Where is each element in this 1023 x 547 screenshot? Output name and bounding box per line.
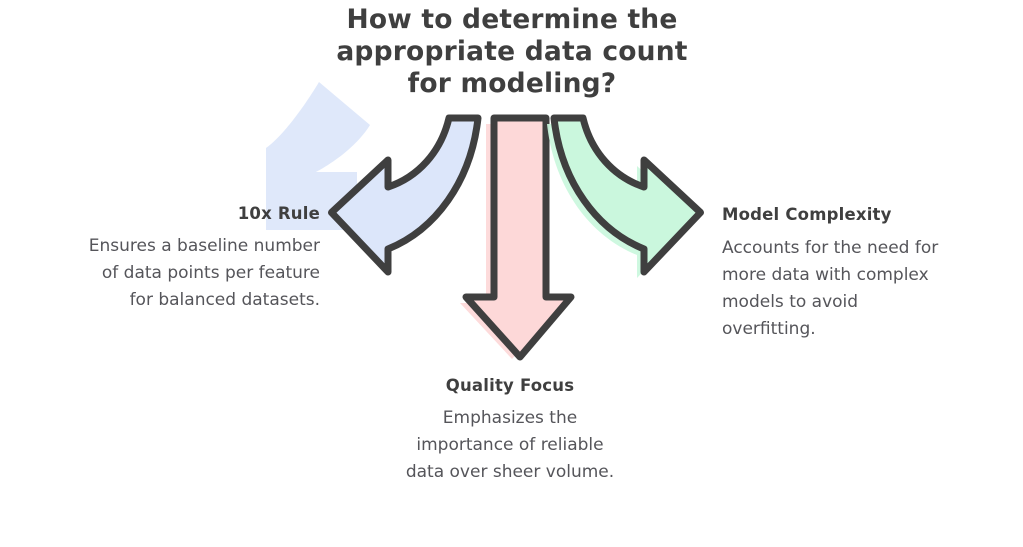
branch-left-body: Ensures a baseline number of data points…: [88, 236, 320, 310]
curved-arrow-right-fill: [547, 124, 694, 278]
page-title: How to determine the appropriate data co…: [336, 4, 688, 99]
straight-arrow-down: [460, 114, 575, 361]
straight-arrow-down-outline: [462, 114, 575, 361]
branch-left-heading: 10x Rule: [237, 204, 320, 223]
branch-bottom-heading: Quality Focus: [445, 376, 575, 395]
branch-bottom: Quality Focus Emphasizes the importance …: [355, 376, 665, 486]
branch-right-heading: Model Complexity: [722, 205, 892, 224]
curved-arrow-right: [547, 114, 704, 278]
curved-arrow-right-outline: [550, 114, 704, 276]
branch-right: Model Complexity Accounts for the need f…: [722, 205, 1012, 343]
curved-arrow-left-outline: [328, 114, 482, 276]
branch-bottom-body: Emphasizes the importance of reliable da…: [405, 408, 615, 482]
straight-arrow-down-fill: [460, 124, 564, 359]
branch-left: 10x Rule Ensures a baseline number of da…: [20, 204, 320, 314]
branch-right-body: Accounts for the need for more data with…: [722, 238, 939, 339]
